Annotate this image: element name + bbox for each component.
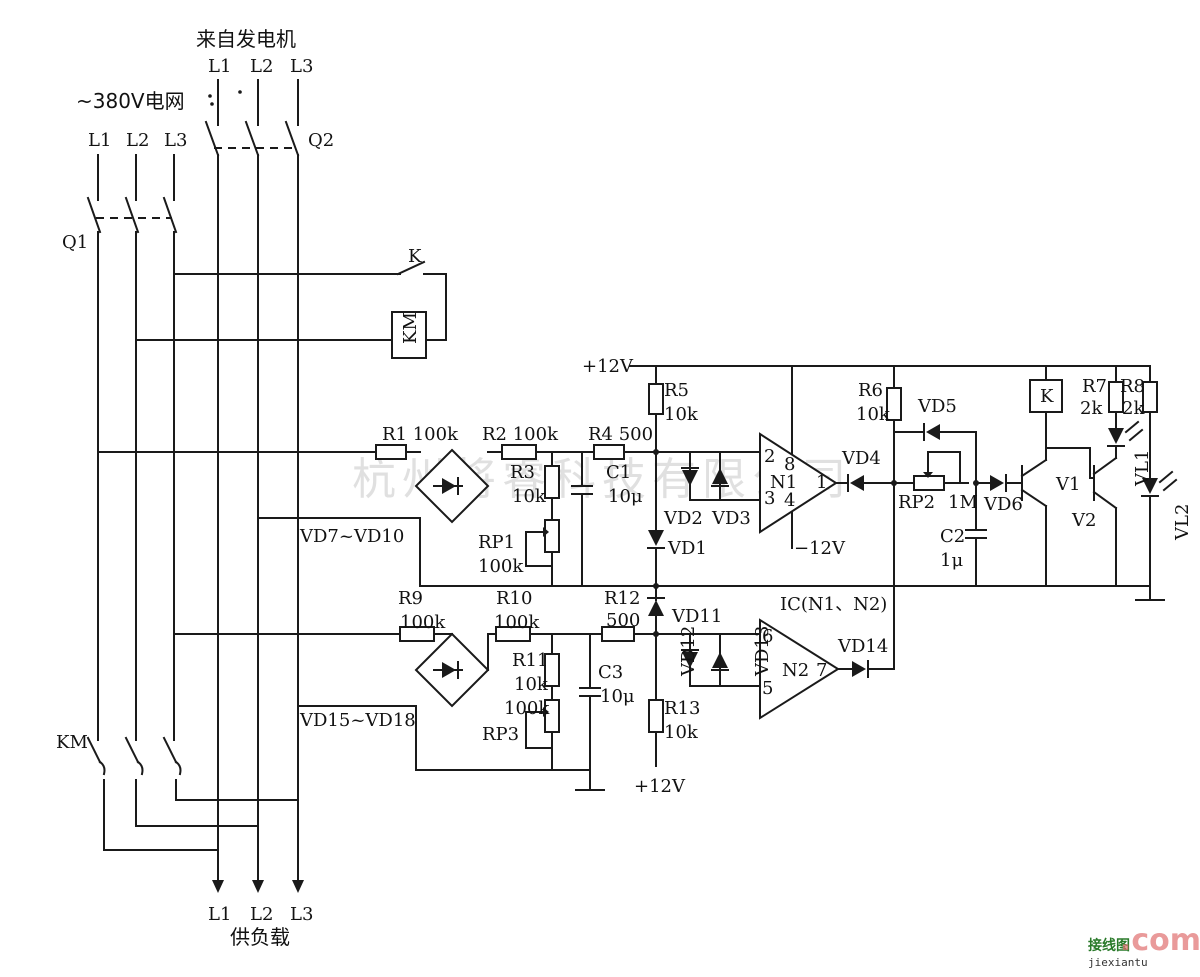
n2-pin6: 6 <box>762 626 773 647</box>
k-coil-label: K <box>1040 386 1054 407</box>
rp1-name: RP1 <box>478 532 515 553</box>
r13-name: R13 <box>664 698 700 719</box>
gen-l3: L3 <box>290 56 313 77</box>
grid-l1: L1 <box>88 130 111 151</box>
vd6-label: VD6 <box>983 494 1023 515</box>
r7-val: 2k <box>1080 398 1103 419</box>
generator-title: 来自发电机 <box>196 27 296 51</box>
load-l1: L1 <box>208 904 231 925</box>
rp2-label: RP2 <box>898 492 935 513</box>
vd14-label: VD14 <box>837 636 888 657</box>
logo-url: jiexiantu <box>1088 956 1148 969</box>
r3-name: R3 <box>510 462 535 483</box>
r12-val: 500 <box>606 610 640 631</box>
gen-l1: L1 <box>208 56 231 77</box>
pos12-bot-label: +12V <box>634 776 686 797</box>
vd4-label: VD4 <box>841 448 881 469</box>
lower-channel-wires <box>173 597 895 791</box>
n1-pin8: 8 <box>784 454 795 475</box>
upper-channel-wires <box>97 444 1151 587</box>
site-logo: 接线图 .com jiexiantu <box>1088 923 1200 969</box>
n1-pin1: 1 <box>816 472 827 493</box>
km-coil-label: KM <box>400 312 421 344</box>
gen-l2: L2 <box>250 56 273 77</box>
vd1-label: VD1 <box>667 538 707 559</box>
vl1-label: VL1 <box>1132 450 1153 487</box>
r10-name: R10 <box>496 588 532 609</box>
vd2-label: VD2 <box>663 508 703 529</box>
pos12-top-label: +12V <box>582 356 634 377</box>
top-rail <box>629 365 1178 609</box>
n1-pin4: 4 <box>784 490 795 511</box>
r10-val: 100k <box>494 612 540 633</box>
c2-name: C2 <box>940 526 965 547</box>
r3-val: 10k <box>512 486 547 507</box>
neg12-label: −12V <box>794 538 846 559</box>
n2-label: N2 <box>782 660 809 681</box>
contactor-km-label: KM <box>56 732 88 753</box>
r9-name: R9 <box>398 588 423 609</box>
r8-name: R8 <box>1120 376 1145 397</box>
vd11-label: VD11 <box>671 606 722 627</box>
load-l3: L3 <box>290 904 313 925</box>
c1-name: C1 <box>606 462 631 483</box>
rp3-name: RP3 <box>482 724 519 745</box>
c1-val: 10μ <box>608 486 643 507</box>
switch-q2-label: Q2 <box>308 130 334 151</box>
n2-pin7: 7 <box>816 660 827 681</box>
v2-label: V2 <box>1071 510 1096 531</box>
rp3-val: 100k <box>504 698 550 719</box>
r13-val: 10k <box>664 722 699 743</box>
logo-cn: 接线图 <box>1088 937 1130 954</box>
r9-val: 100k <box>400 612 446 633</box>
c2-val: 1μ <box>940 550 963 571</box>
r4-label: R4 500 <box>588 424 653 445</box>
load-l2: L2 <box>250 904 273 925</box>
ic-label: IC(N1、N2) <box>780 594 887 615</box>
r7-name: R7 <box>1082 376 1107 397</box>
grid-title: ~380V电网 <box>76 89 185 113</box>
n2-pin5: 5 <box>762 678 773 699</box>
v1-label: V1 <box>1055 474 1080 495</box>
vd12-label: VD12 <box>678 626 699 677</box>
c3-val: 10μ <box>600 686 635 707</box>
c3-name: C3 <box>598 662 623 683</box>
vd5-label: VD5 <box>917 396 957 417</box>
r12-name: R12 <box>604 588 640 609</box>
logo-com: .com <box>1120 923 1200 958</box>
n1-label: N1 <box>770 472 797 493</box>
n1-pin3: 3 <box>764 488 775 509</box>
bridge1-label: VD7~VD10 <box>299 526 404 547</box>
n1-pin2: 2 <box>764 446 775 467</box>
rp1-val: 100k <box>478 556 524 577</box>
vd3-label: VD3 <box>711 508 751 529</box>
generator-phase-wires <box>204 79 304 893</box>
km-contacts <box>86 736 299 851</box>
r2-label: R2 100k <box>482 424 559 445</box>
r5-name: R5 <box>664 380 689 401</box>
rp2-val: 1M <box>948 492 978 513</box>
grid-l3: L3 <box>164 130 187 151</box>
r11-name: R11 <box>512 650 548 671</box>
bridge2-label: VD15~VD18 <box>299 710 416 731</box>
vd13-label: VD13 <box>752 626 773 677</box>
relay-k-contact-label: K <box>408 246 422 267</box>
switch-q1-label: Q1 <box>62 232 88 253</box>
r11-val: 10k <box>514 674 549 695</box>
r5-val: 10k <box>664 404 699 425</box>
r8-val: 2k <box>1122 398 1145 419</box>
load-title: 供负载 <box>230 925 290 949</box>
r6-val: 10k <box>856 404 891 425</box>
grid-l2: L2 <box>126 130 149 151</box>
km-coil-circuit <box>135 260 447 359</box>
vl2-label: VL2 <box>1172 504 1193 541</box>
r6-name: R6 <box>858 380 883 401</box>
r1-label: R1 100k <box>382 424 459 445</box>
grid-phase-wires <box>86 154 178 741</box>
